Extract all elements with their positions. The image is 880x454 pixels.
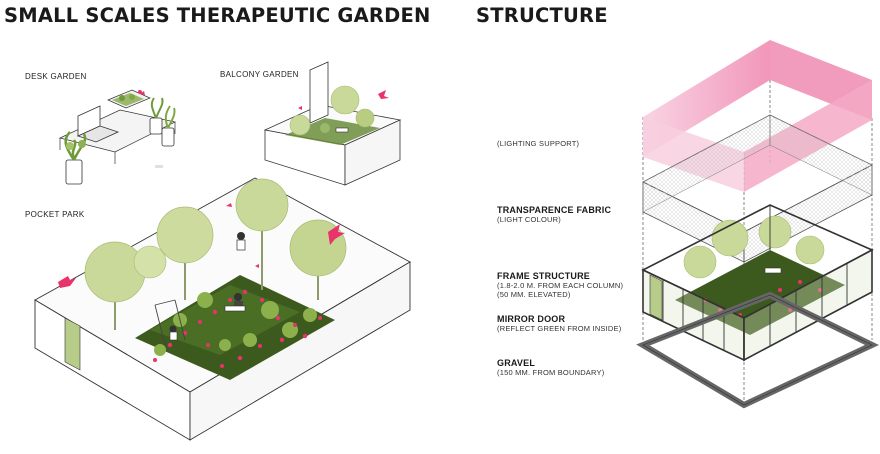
bench-icon <box>335 127 349 133</box>
frame-structure-layer <box>641 204 874 362</box>
gravel-title: GRAVEL <box>497 358 536 368</box>
mirror-door-title: MIRROR DOOR <box>497 314 566 324</box>
swing <box>154 299 186 346</box>
bird-icon <box>328 224 345 245</box>
structure-title: STRUCTURE <box>476 4 608 27</box>
tree-icon <box>156 206 214 300</box>
main-title: SMALL SCALES THERAPEUTIC GARDEN <box>4 4 431 27</box>
bird-icon <box>378 90 389 99</box>
desk-garden <box>58 89 177 185</box>
balcony-garden-label: BALCONY GARDEN <box>220 70 299 79</box>
structure-exploded <box>636 40 879 409</box>
desk-garden-label: DESK GARDEN <box>25 72 87 81</box>
transparence-fabric-title: TRANSPARENCE FABRIC <box>497 205 612 215</box>
tree-icon <box>235 178 289 290</box>
flower-dots <box>153 289 322 368</box>
bird-icon <box>58 276 76 288</box>
mirror-door-sub: (REFLECT GREEN FROM INSIDE) <box>497 324 622 333</box>
frame-structure-sub2: (50 MM. ELEVATED) <box>497 290 571 299</box>
bench-icon <box>224 305 246 312</box>
bench-icon <box>764 267 782 274</box>
tree-icon <box>133 245 167 279</box>
gravel-sub: (150 MM. FROM BOUNDARY) <box>497 368 605 377</box>
frame-structure-title: FRAME STRUCTURE <box>497 271 590 281</box>
plant-pot-icon <box>149 97 176 147</box>
pocket-park-label: POCKET PARK <box>25 210 85 219</box>
lighting-support-label: (LIGHTING SUPPORT) <box>497 139 580 148</box>
transparence-fabric-sub: (LIGHT COLOUR) <box>497 215 561 224</box>
pocket-park <box>34 177 411 441</box>
frame-structure-sub: (1.8-2.0 M. FROM EACH COLUMN) <box>497 281 624 290</box>
laptop-icon <box>76 105 120 143</box>
person-icon <box>236 232 246 251</box>
person-icon <box>169 325 178 341</box>
plant-pot-icon <box>64 131 87 185</box>
balcony-garden <box>263 61 402 186</box>
gravel-layer <box>636 291 879 409</box>
